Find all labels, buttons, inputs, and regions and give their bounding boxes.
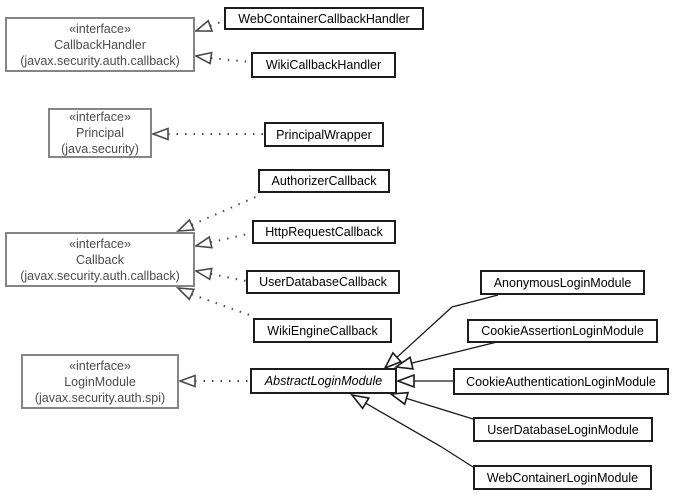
class-name: UserDatabaseLoginModule [487,422,639,437]
class-name: WikiEngineCallback [267,323,378,338]
package-label: (javax.security.auth.spi) [34,390,166,405]
stereotype-label: «interface» [69,236,131,251]
class-box-wiki-engine-callback[interactable]: WikiEngineCallback [253,318,392,343]
realization-triangle-icon [150,127,169,141]
realization-triangle-icon [193,267,213,281]
edge-principalwrapper-implements-principal [150,127,264,141]
class-box-web-container-login-module[interactable]: WebContainerLoginModule [473,465,652,490]
stereotype-label: «interface» [69,110,131,124]
package-label: (javax.security.auth.callback) [20,53,180,68]
realization-triangle-icon [193,235,213,249]
package-label: (java.security) [61,142,139,156]
class-name: UserDatabaseCallback [259,275,387,289]
realization-triangle-icon [175,287,196,301]
class-box-web-container-callback-handler[interactable]: WebContainerCallbackHandler [224,7,424,30]
class-box-anonymous-login-module[interactable]: AnonymousLoginModule [480,270,645,295]
class-box-abstract-login-module[interactable]: AbstractLoginModule [250,368,397,394]
edge-userdatabasecallback-implements-callback [193,267,247,282]
class-box-cookie-assertion-login-module[interactable]: CookieAssertionLoginModule [467,319,658,343]
edge-webcontainercallbackhandler-implements-callbackhandler [193,19,225,32]
edge-wikienginecallback-implements-callback [175,287,256,318]
class-name: HttpRequestCallback [265,225,383,239]
class-box-authorizer-callback[interactable]: AuthorizerCallback [258,169,390,193]
generalization-triangle-icon [395,373,415,389]
interface-box-callback[interactable]: «interface» Callback (javax.security.aut… [5,232,195,287]
interface-name: Principal [76,126,124,140]
interface-name: LoginModule [64,374,136,389]
generalization-triangle-icon [383,351,403,370]
edge-authorizercallback-implements-callback [175,194,261,232]
class-box-principal-wrapper[interactable]: PrincipalWrapper [264,122,384,147]
class-name: AnonymousLoginModule [493,275,632,290]
realization-triangle-icon [193,19,214,32]
class-box-cookie-authentication-login-module[interactable]: CookieAuthenticationLoginModule [453,368,669,395]
interface-box-callback-handler[interactable]: «interface» CallbackHandler (javax.secur… [5,17,195,72]
class-name: WikiCallbackHandler [265,58,382,72]
class-name: AbstractLoginModule [264,374,383,388]
class-box-user-database-callback[interactable]: UserDatabaseCallback [246,270,400,294]
edge-wikicallbackhandler-implements-callbackhandler [193,51,252,65]
edge-cookieauthenticationloginmodule-extends-abstractloginmodule [395,373,453,389]
stereotype-label: «interface» [69,21,131,36]
class-box-user-database-login-module[interactable]: UserDatabaseLoginModule [473,417,653,442]
generalization-triangle-icon [393,355,415,370]
realization-triangle-icon [193,51,213,65]
class-box-wiki-callback-handler[interactable]: WikiCallbackHandler [251,52,396,78]
class-name: AuthorizerCallback [271,174,377,188]
interface-box-principal[interactable]: «interface» Principal (java.security) [48,108,152,158]
package-label: (javax.security.auth.callback) [20,268,180,283]
edge-webcontainerloginmodule-extends-abstractloginmodule [350,393,474,468]
class-name: CookieAssertionLoginModule [481,324,644,338]
interface-name: Callback [76,252,124,267]
class-name: PrincipalWrapper [276,127,372,142]
class-name: WebContainerCallbackHandler [238,11,410,26]
class-box-http-request-callback[interactable]: HttpRequestCallback [252,220,396,244]
edge-httprequestcallback-implements-callback [193,232,253,249]
stereotype-label: «interface» [69,358,131,373]
class-name: CookieAuthenticationLoginModule [466,374,656,389]
realization-triangle-icon [175,218,196,232]
generalization-triangle-icon [388,391,410,406]
class-name: WebContainerLoginModule [486,470,639,485]
realization-triangle-icon [177,374,196,388]
generalization-triangle-icon [350,393,371,410]
edge-abstractloginmodule-implements-loginmodule [177,374,250,388]
interface-box-login-module[interactable]: «interface» LoginModule (javax.security.… [21,354,179,409]
interface-name: CallbackHandler [54,37,146,52]
edge-anonymousloginmodule-extends-abstractloginmodule [383,294,499,370]
edge-userdatabaseloginmodule-extends-abstractloginmodule [388,391,474,420]
edge-cookieassertionloginmodule-extends-abstractloginmodule [393,341,498,370]
